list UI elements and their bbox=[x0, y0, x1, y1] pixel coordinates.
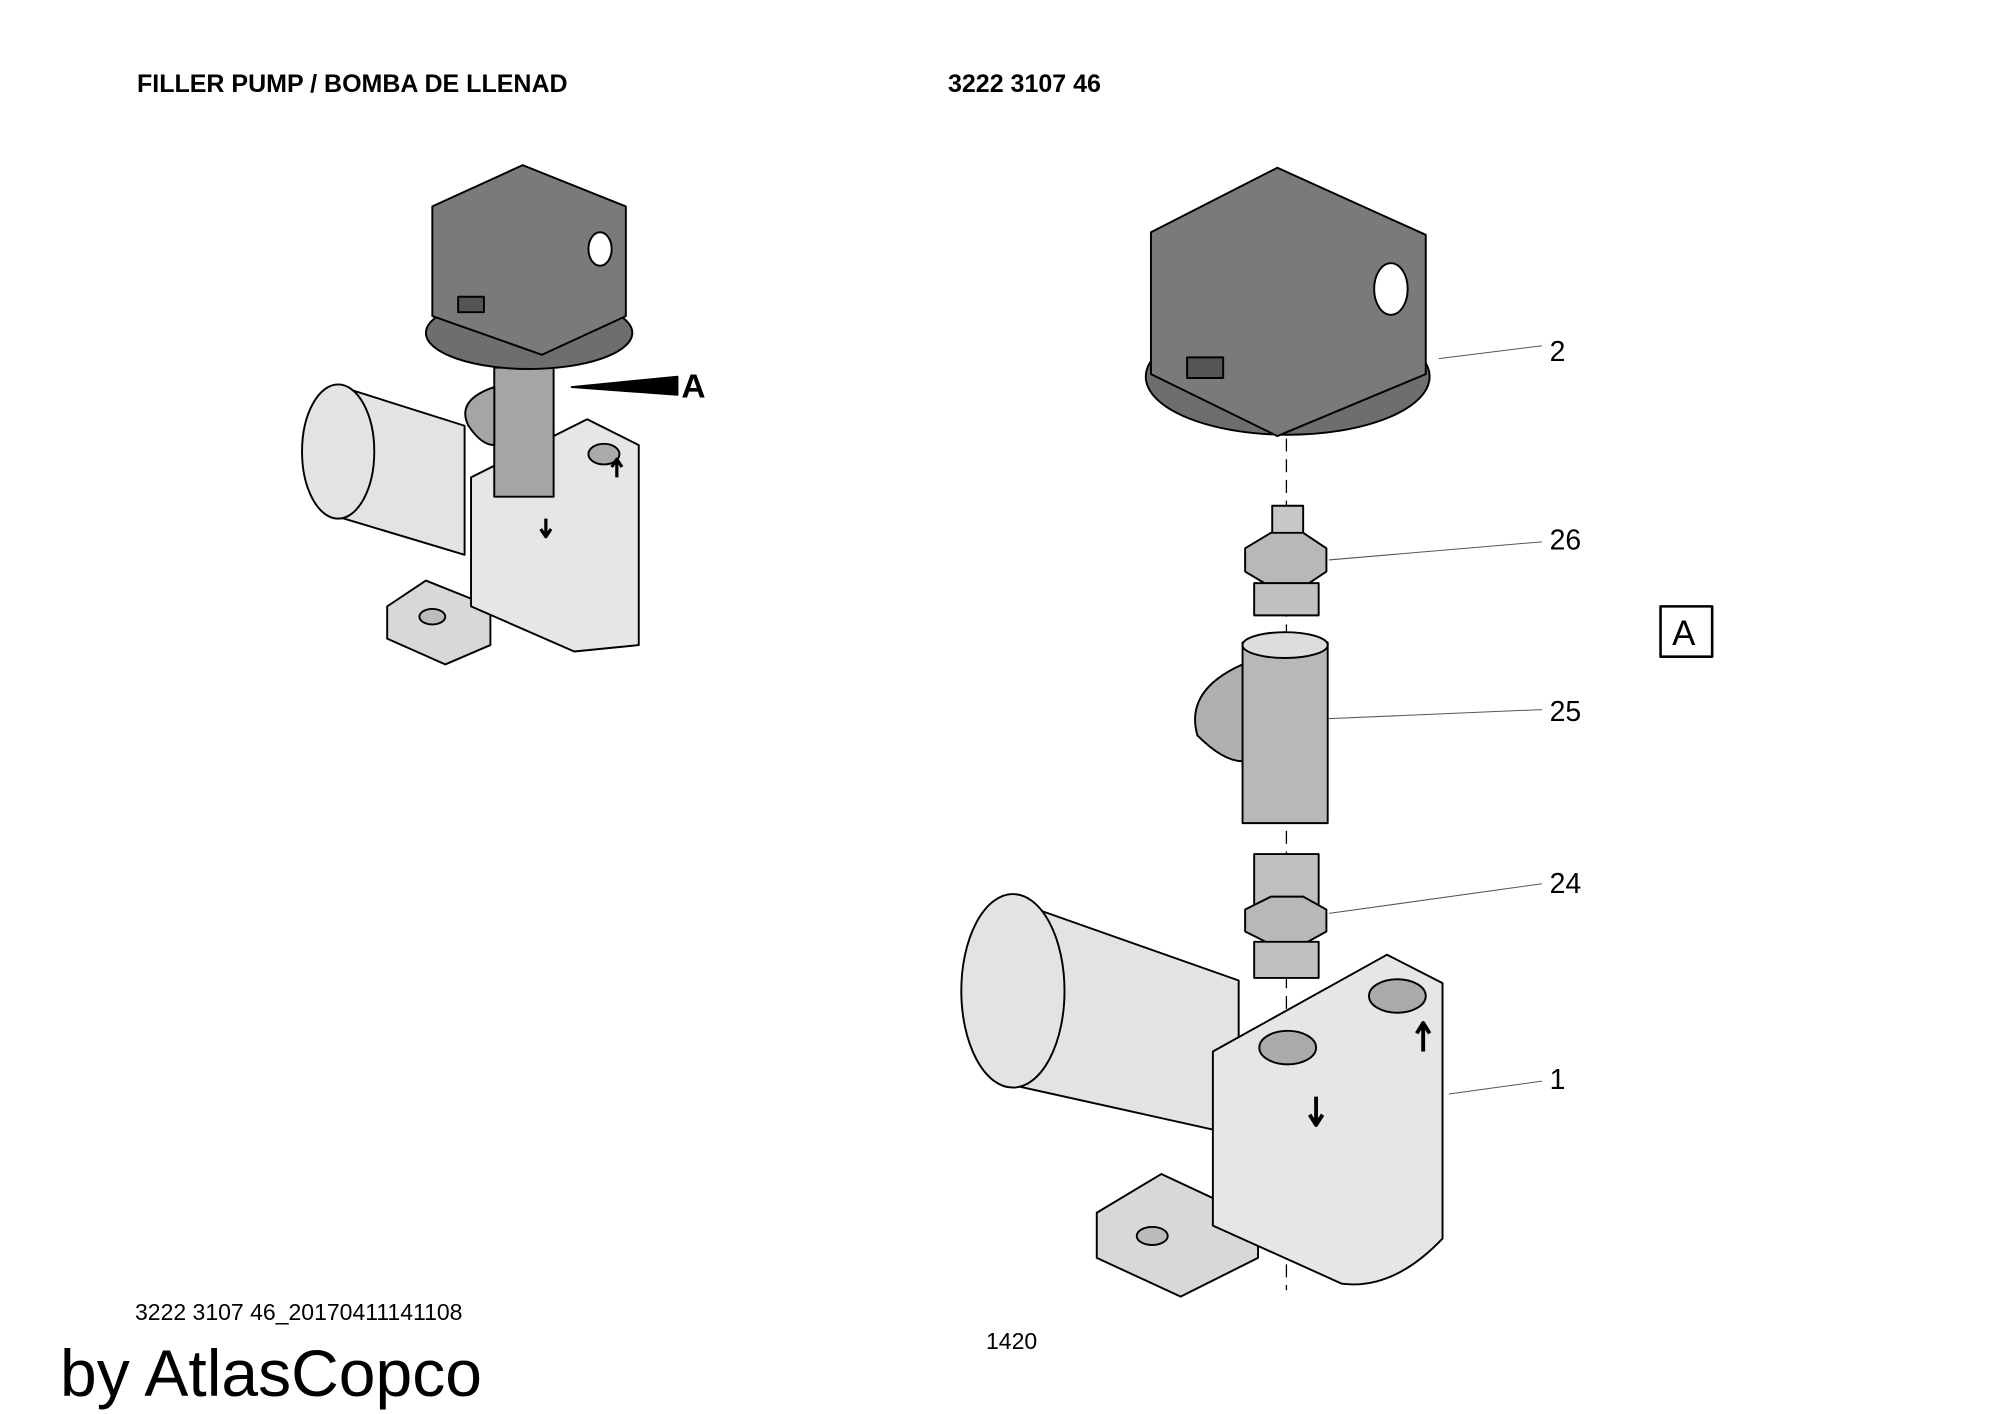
document-id: 3222 3107 46_20170411141108 bbox=[135, 1299, 463, 1325]
callout-26: 26 bbox=[1550, 525, 1582, 557]
page-number: 1420 bbox=[986, 1328, 1038, 1354]
part-number: 3222 3107 46 bbox=[948, 70, 1101, 98]
part-26-nipple bbox=[1244, 504, 1328, 617]
part-25-tee bbox=[1194, 631, 1329, 825]
part-24-nipple bbox=[1244, 853, 1328, 979]
detail-label: A bbox=[681, 368, 705, 405]
page-title: FILLER PUMP / BOMBA DE LLENAD bbox=[137, 70, 568, 98]
callout-2: 2 bbox=[1550, 336, 1566, 368]
watermark: by AtlasCopco bbox=[60, 1336, 482, 1410]
callout-24: 24 bbox=[1550, 868, 1582, 900]
detail-box-label: A bbox=[1672, 614, 1696, 653]
callout-25: 25 bbox=[1550, 696, 1582, 728]
part-1-pump bbox=[960, 893, 1444, 1298]
callout-1: 1 bbox=[1550, 1064, 1566, 1096]
overview-assembly bbox=[301, 164, 640, 666]
detail-box bbox=[1659, 605, 1714, 658]
part-2-pressure-switch bbox=[1144, 166, 1431, 438]
detail-arrow bbox=[570, 375, 679, 396]
